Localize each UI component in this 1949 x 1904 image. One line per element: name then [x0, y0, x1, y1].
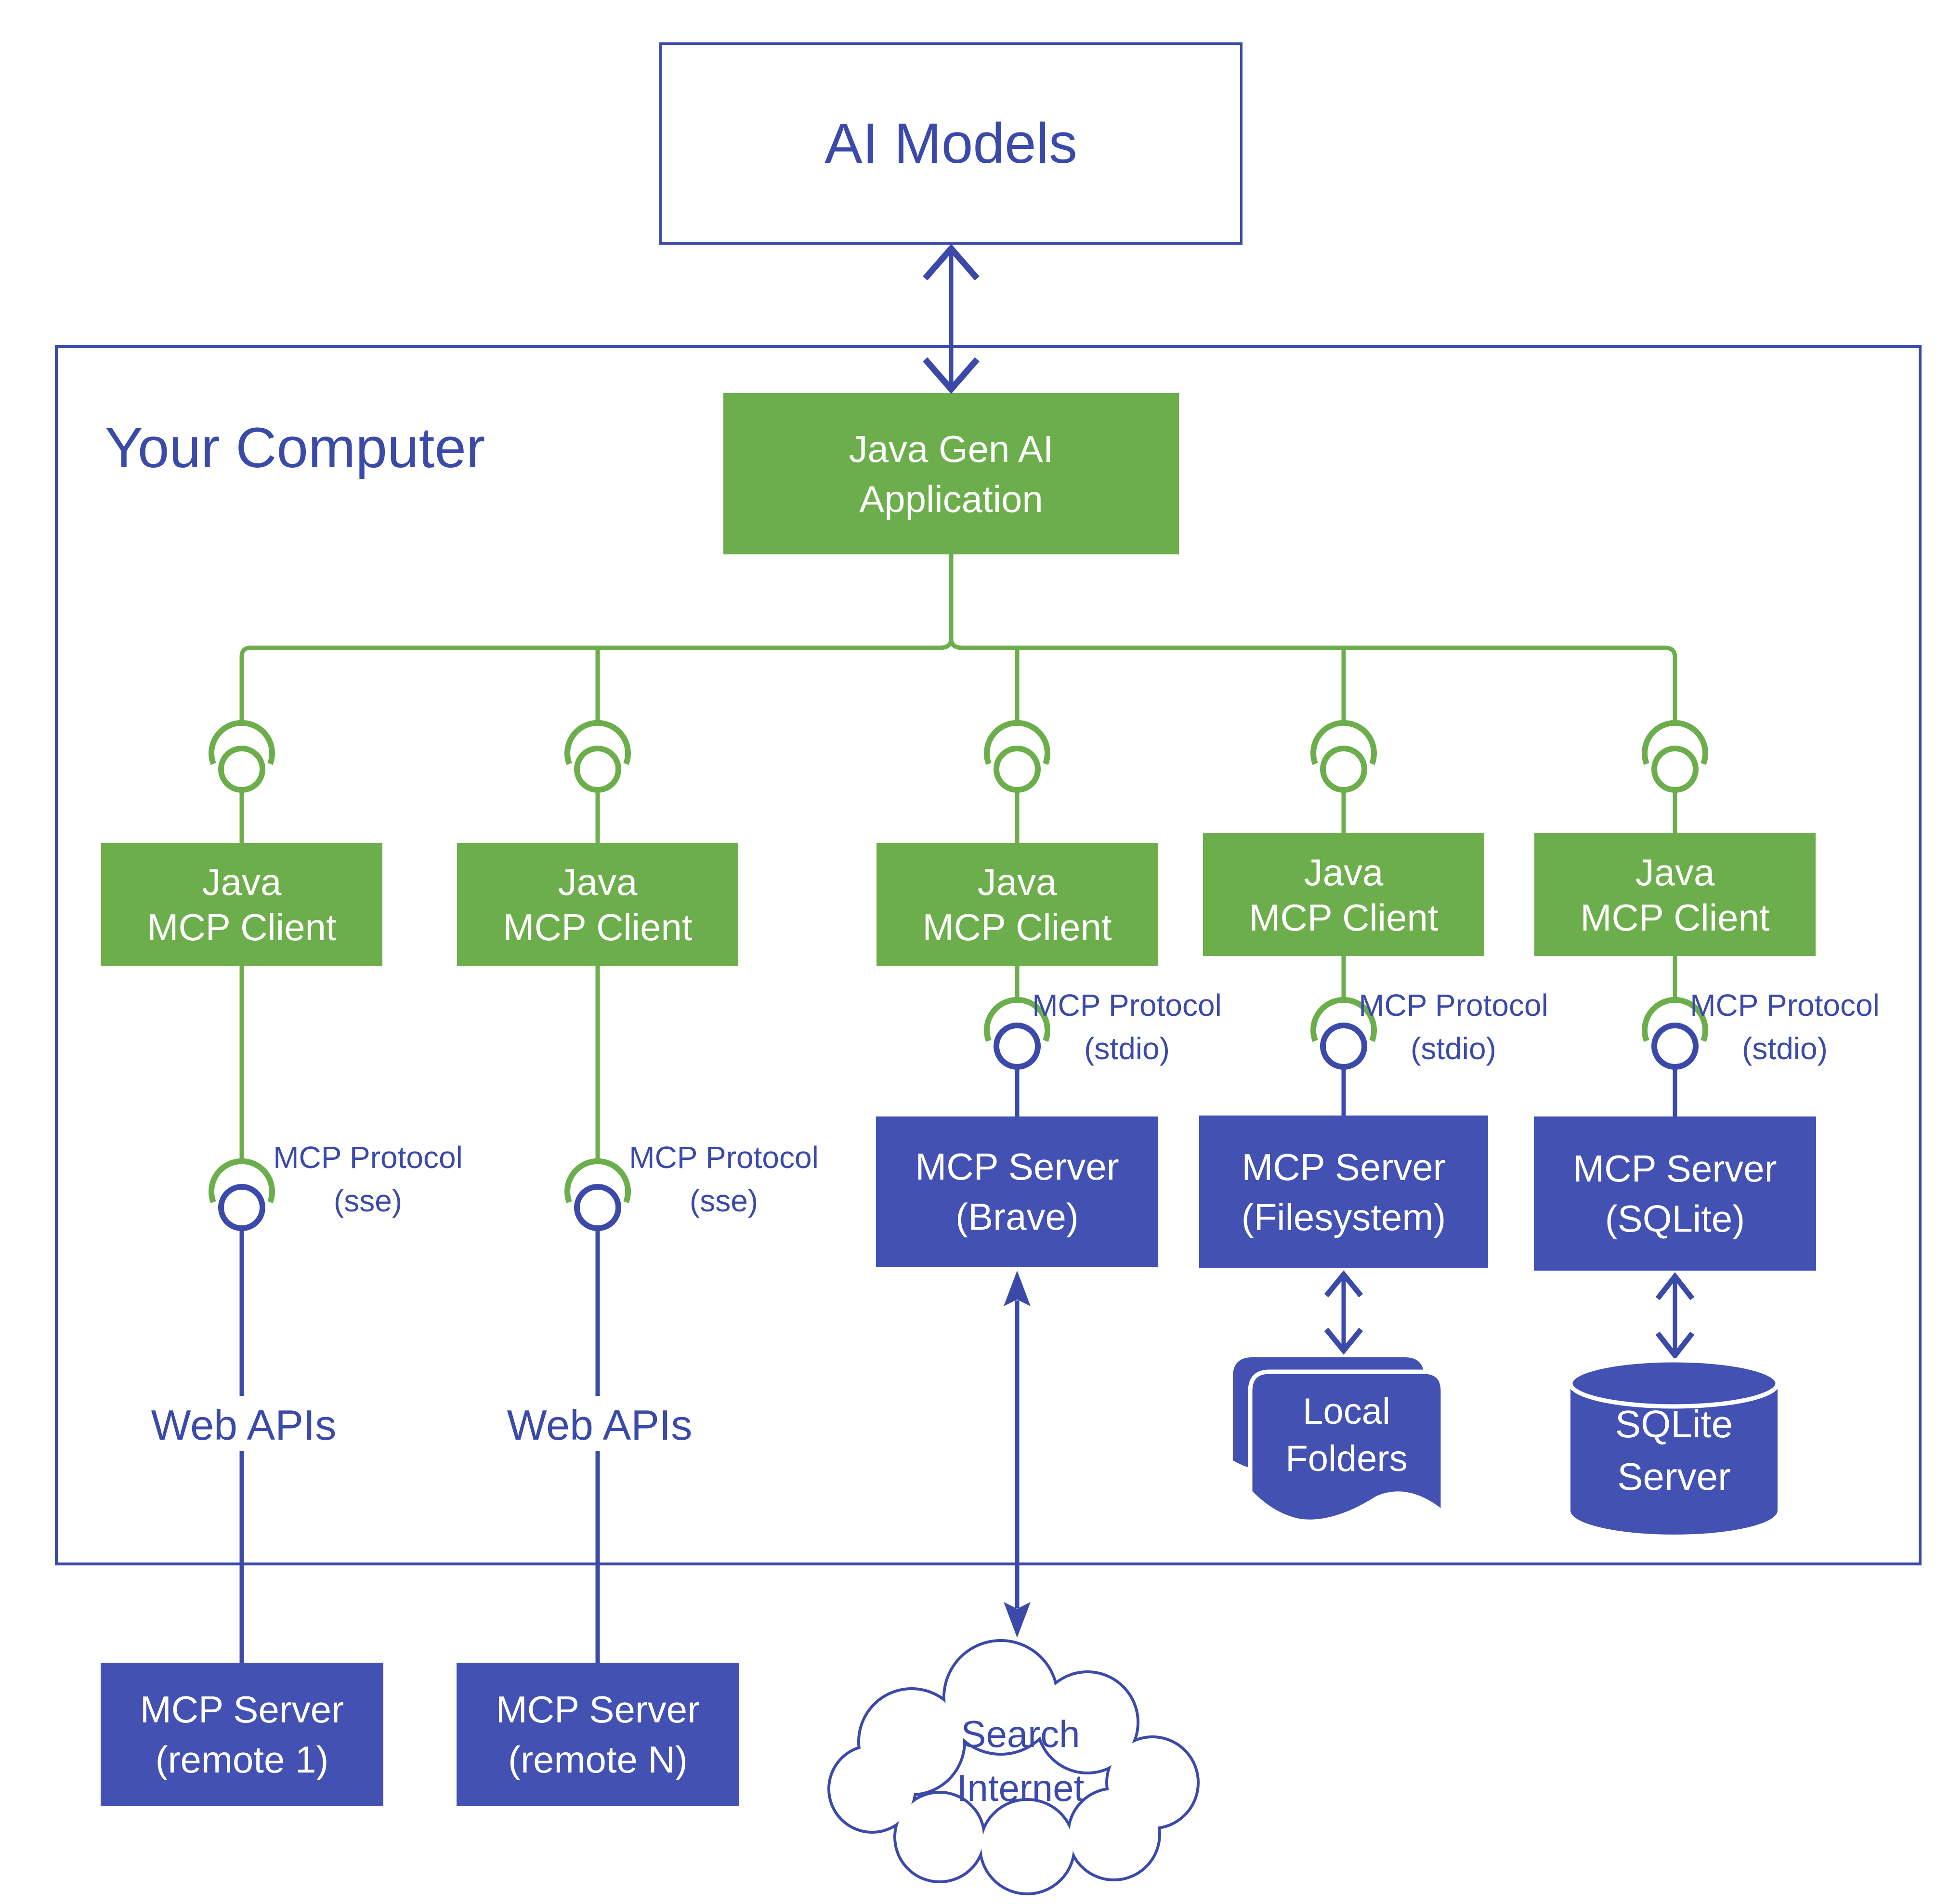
protocol1-line2: (sse): [333, 1183, 403, 1218]
mcp-server-filesystem-box: MCP Server (Filesystem): [1199, 1116, 1488, 1268]
web-apis-label-1: Web APIs: [151, 1401, 337, 1449]
protocol5-line1: MCP Protocol: [1690, 988, 1880, 1023]
your-computer-label: Your Computer: [105, 416, 485, 480]
remote1-line2: (remote 1): [155, 1738, 329, 1781]
protocol5-line2: (stdio): [1742, 1031, 1828, 1066]
protocol-label-1: MCP Protocol (sse): [272, 1136, 464, 1222]
brave-line1: MCP Server: [915, 1145, 1119, 1188]
client2-line2: MCP Client: [503, 906, 693, 948]
protocol3-line2: (stdio): [1084, 1031, 1170, 1066]
remoteN-line2: (remote N): [508, 1738, 688, 1781]
local-folders-line1: Local: [1303, 1391, 1390, 1432]
local-folders-label: Local Folders: [1250, 1388, 1443, 1483]
mcp-server-remote1-box: MCP Server (remote 1): [101, 1663, 383, 1806]
search-internet-line2: Internet: [956, 1767, 1085, 1809]
protocol4-line1: MCP Protocol: [1359, 988, 1548, 1023]
java-mcp-client-box-5: Java MCP Client: [1534, 833, 1816, 956]
client3-line2: MCP Client: [922, 906, 1112, 948]
search-internet-line1: Search: [961, 1713, 1080, 1755]
sqlite-server-label: SQLite Server: [1578, 1398, 1770, 1503]
app-box-line2: Application: [859, 477, 1043, 520]
remote1-line1: MCP Server: [140, 1688, 344, 1731]
sqlite-line2: (SQLite): [1605, 1197, 1745, 1240]
client4-line2: MCP Client: [1249, 896, 1439, 939]
app-box-line1: Java Gen AI: [849, 427, 1054, 470]
protocol-label-2: MCP Protocol (sse): [628, 1136, 820, 1222]
search-internet-label: Search Internet: [924, 1707, 1117, 1815]
client4-line1: Java: [1304, 851, 1384, 893]
protocol-label-4: MCP Protocol (stdio): [1357, 984, 1550, 1070]
protocol-label-5: MCP Protocol (stdio): [1688, 984, 1881, 1070]
brave-line2: (Brave): [955, 1195, 1079, 1238]
protocol-label-3: MCP Protocol (stdio): [1031, 984, 1223, 1070]
protocol4-line2: (stdio): [1411, 1031, 1496, 1066]
client5-line2: MCP Client: [1580, 896, 1770, 939]
java-mcp-client-box-2: Java MCP Client: [457, 843, 738, 966]
sqlite-server-line1: SQLite: [1615, 1403, 1733, 1445]
client3-line1: Java: [977, 860, 1057, 903]
client5-line1: Java: [1635, 851, 1715, 893]
filesystem-line1: MCP Server: [1242, 1145, 1446, 1188]
protocol1-line1: MCP Protocol: [273, 1140, 463, 1175]
remoteN-line1: MCP Server: [496, 1688, 700, 1731]
client1-line1: Java: [202, 860, 282, 903]
web-apis-label-2: Web APIs: [507, 1401, 693, 1449]
ai-models-box: AI Models: [659, 42, 1243, 245]
mcp-server-sqlite-box: MCP Server (SQLite): [1534, 1116, 1816, 1271]
java-mcp-client-box-1: Java MCP Client: [101, 843, 382, 966]
local-folders-line2: Folders: [1285, 1438, 1408, 1479]
java-mcp-client-box-3: Java MCP Client: [876, 843, 1158, 966]
protocol2-line1: MCP Protocol: [629, 1140, 819, 1175]
protocol2-line2: (sse): [689, 1183, 759, 1218]
protocol3-line1: MCP Protocol: [1032, 988, 1222, 1023]
client1-line2: MCP Client: [147, 906, 337, 948]
ai-models-label: AI Models: [824, 112, 1077, 175]
sqlite-server-line2: Server: [1617, 1455, 1731, 1498]
mcp-server-brave-box: MCP Server (Brave): [876, 1116, 1158, 1267]
client2-line1: Java: [558, 860, 638, 903]
sqlite-line1: MCP Server: [1573, 1147, 1777, 1190]
java-gen-ai-application-box: Java Gen AI Application: [723, 393, 1179, 554]
java-mcp-client-box-4: Java MCP Client: [1203, 833, 1484, 956]
filesystem-line2: (Filesystem): [1241, 1195, 1446, 1238]
mcp-server-remoteN-box: MCP Server (remote N): [457, 1663, 739, 1806]
